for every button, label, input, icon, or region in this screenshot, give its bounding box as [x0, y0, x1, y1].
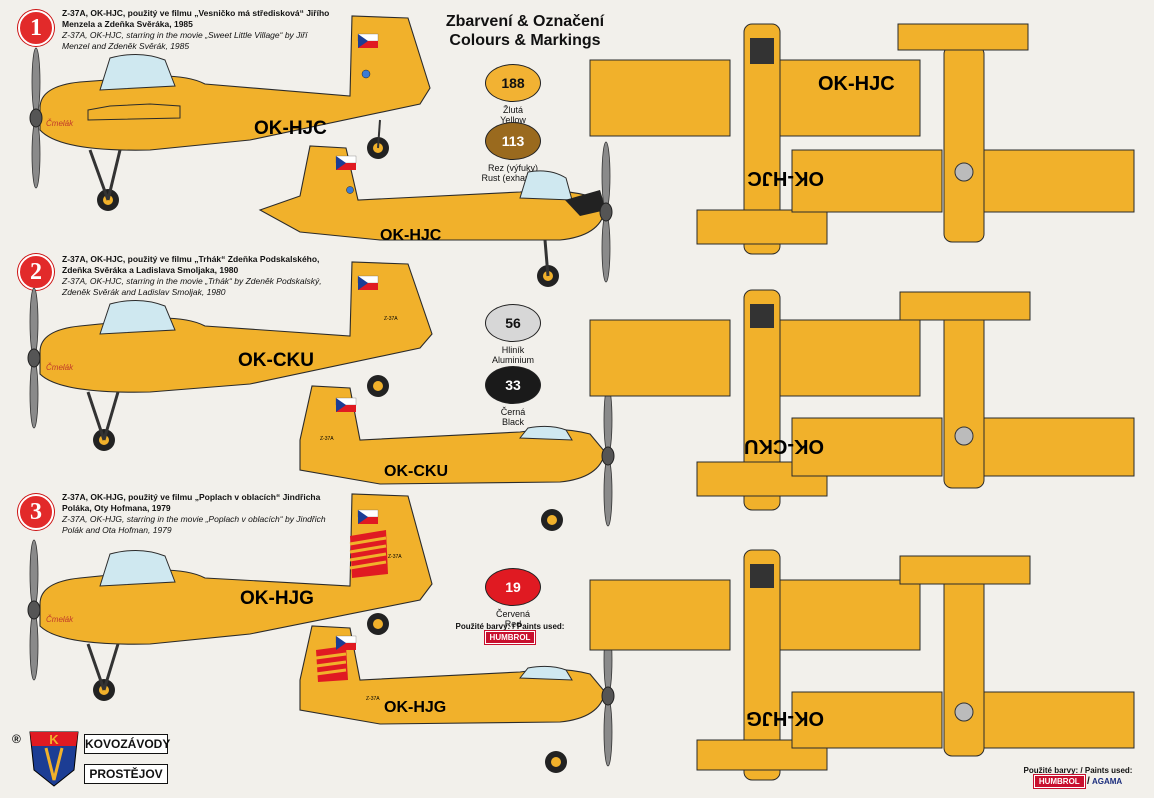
svg-text:K: K	[49, 732, 59, 747]
paint-swatch-113: 113	[485, 122, 541, 160]
s1-top-view: OK-HJC	[589, 23, 921, 255]
paint-en-19: Red	[504, 619, 522, 629]
scheme-3-caption-en: Z-37A, OK-HJG, starring in the movie „Po…	[62, 514, 326, 535]
s1-reg-right: OK-HJC	[380, 227, 442, 244]
s2-top-view	[589, 289, 921, 511]
paint-swatch-33: 33	[485, 366, 541, 404]
scheme-2-caption-en: Z-37A, OK-HJC, starring in the movie „Tr…	[62, 276, 322, 297]
paint-cz-33: Černá	[500, 407, 526, 417]
s3-nose-script: Čmelák	[46, 615, 74, 624]
paint-113: 113 Rez (výfuky) Rust (exhausts)	[478, 122, 548, 183]
paints-used-bottom: Použité barvy: / Paints used: HUMBROL / …	[1008, 766, 1148, 789]
s2-reg-right: OK-CKU	[384, 463, 448, 480]
scheme-3-caption: Z-37A, OK-HJG, použitý ve filmu „Poplach…	[62, 492, 332, 536]
scheme-1-caption-cz: Z-37A, OK-HJC, použitý ve filmu „Vesničk…	[62, 8, 330, 29]
scheme-1-badge: 1	[18, 10, 54, 46]
s1-reg-left: OK-HJC	[254, 118, 327, 139]
paint-en-33: Black	[501, 417, 524, 427]
scheme-3-badge: 3	[18, 494, 54, 530]
title-cz: Zbarvení & Označení	[445, 13, 605, 30]
paint-33: 33 Černá Black	[478, 366, 548, 427]
s2-right-profile: Z-37A OK-CKU	[299, 385, 615, 531]
paint-swatch-188: 188	[485, 64, 541, 102]
kovozavody-logo: ® K KOVOZÁVODY PROSTĚJOV	[12, 730, 170, 790]
title-en: Colours & Markings	[449, 32, 601, 49]
scheme-2-caption: Z-37A, OK-HJC, použitý ve filmu „Trhák“ …	[62, 254, 332, 298]
s2-tail-code-left: Z-37A	[384, 316, 398, 322]
s2-reg-left: OK-CKU	[238, 350, 314, 371]
scheme-1-caption: Z-37A, OK-HJC, použitý ve filmu „Vesničk…	[62, 8, 332, 52]
s2-nose-script: Čmelák	[46, 363, 74, 372]
paints-used-middle: Použité barvy: / Paints used: HUMBROL	[440, 622, 580, 645]
paint-en-113: Rust (exhausts)	[481, 173, 545, 183]
scheme-2-badge: 2	[18, 254, 54, 290]
logo-line1: KOVOZÁVODY	[84, 734, 170, 754]
s1-reg-top: OK-HJC	[818, 73, 895, 95]
s3-tail-code-left: Z-37A	[388, 554, 402, 560]
paint-56: 56 Hliník Aluminium	[478, 304, 548, 365]
s2-tail-code-right: Z-37A	[320, 436, 334, 442]
s3-reg-left: OK-HJG	[240, 588, 314, 609]
s3-bottom-view: OK-HJG	[746, 555, 1135, 757]
s3-reg-right: OK-HJG	[384, 699, 446, 716]
k-emblem-icon: K	[29, 731, 79, 787]
paint-cz-113: Rez (výfuky)	[487, 163, 538, 173]
scheme-3-caption-cz: Z-37A, OK-HJG, použitý ve filmu „Poplach…	[62, 492, 321, 513]
scheme-2-caption-cz: Z-37A, OK-HJC, použitý ve filmu „Trhák“ …	[62, 254, 320, 275]
humbrol-logo: HUMBROL	[483, 630, 537, 645]
paint-cz-56: Hliník	[501, 345, 525, 355]
paint-swatch-56: 56	[485, 304, 541, 342]
paint-cz-19: Červená	[495, 609, 531, 619]
agama-logo: AGAMA	[1091, 777, 1123, 786]
page-title: Zbarvení & Označení Colours & Markings	[420, 12, 630, 50]
s1-nose-script: Čmelák	[46, 119, 74, 128]
humbrol-logo-2: HUMBROL	[1032, 774, 1086, 789]
s3-top-view	[589, 549, 921, 781]
s3-tail-code-right: Z-37A	[366, 696, 380, 702]
registered-mark: ®	[12, 732, 21, 746]
paints-used-label: Použité barvy: / Paints used:	[455, 622, 565, 631]
s1-reg-bottom: OK-HJC	[747, 167, 824, 189]
s2-bottom-view: OK-CKU	[744, 291, 1135, 489]
paints-used-label-2: Použité barvy: / Paints used:	[1023, 766, 1133, 775]
s3-reg-bottom: OK-HJG	[746, 707, 824, 729]
s1-bottom-view: OK-HJC	[747, 23, 1135, 243]
paint-en-56: Aluminium	[491, 355, 534, 365]
s2-reg-bottom: OK-CKU	[744, 435, 824, 457]
paint-cz-188: Žlutá	[502, 105, 523, 115]
paint-swatch-19: 19	[485, 568, 541, 606]
paint-188: 188 Žlutá Yellow	[478, 64, 548, 125]
s3-right-profile: Z-37A OK-HJG	[299, 625, 615, 773]
paint-19: 19 Červená Red	[478, 568, 548, 629]
paint-en-188: Yellow	[500, 115, 526, 125]
scheme-1-caption-en: Z-37A, OK-HJC, starring in the movie „Sw…	[62, 30, 308, 51]
logo-line2: PROSTĚJOV	[84, 764, 168, 784]
